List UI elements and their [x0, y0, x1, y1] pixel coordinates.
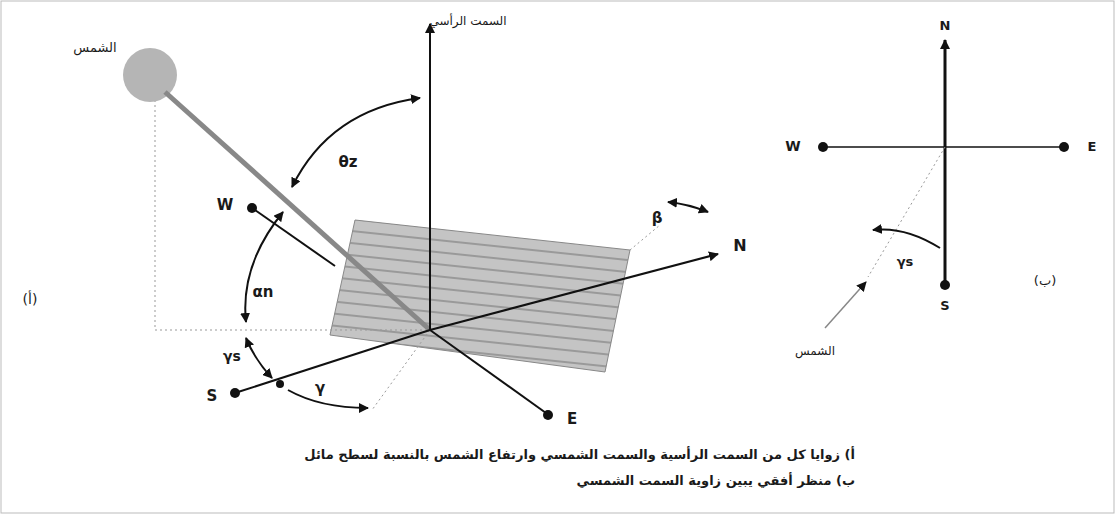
direction-label: S — [207, 388, 218, 405]
angle-label: β — [652, 210, 663, 227]
panel-label: (ب) — [1034, 274, 1056, 288]
direction-label: N — [733, 237, 746, 255]
sun-label: الشمس — [795, 345, 835, 358]
direction-label: E — [1088, 140, 1097, 154]
direction-label: S — [940, 299, 949, 313]
panel-label: (أ) — [23, 292, 38, 307]
angle-label: θz — [338, 154, 357, 171]
sun-label: الشمس — [73, 41, 116, 55]
angle-label: αn — [253, 284, 274, 301]
direction-label: W — [785, 139, 800, 154]
caption-line: أ) زوايا كل من السمت الرأسية والسمت الشم… — [304, 448, 855, 462]
angle-label: γs — [897, 255, 914, 269]
direction-label: E — [567, 411, 577, 428]
caption-line: ب) منظر أفقي يبين زاوية السمت الشمسي — [577, 474, 855, 488]
angle-label: γs — [223, 349, 241, 364]
axis-label: السمت الرأسي — [429, 15, 506, 28]
direction-label: W — [217, 197, 234, 214]
direction-label: N — [940, 19, 951, 33]
angle-label: γ — [315, 380, 325, 397]
